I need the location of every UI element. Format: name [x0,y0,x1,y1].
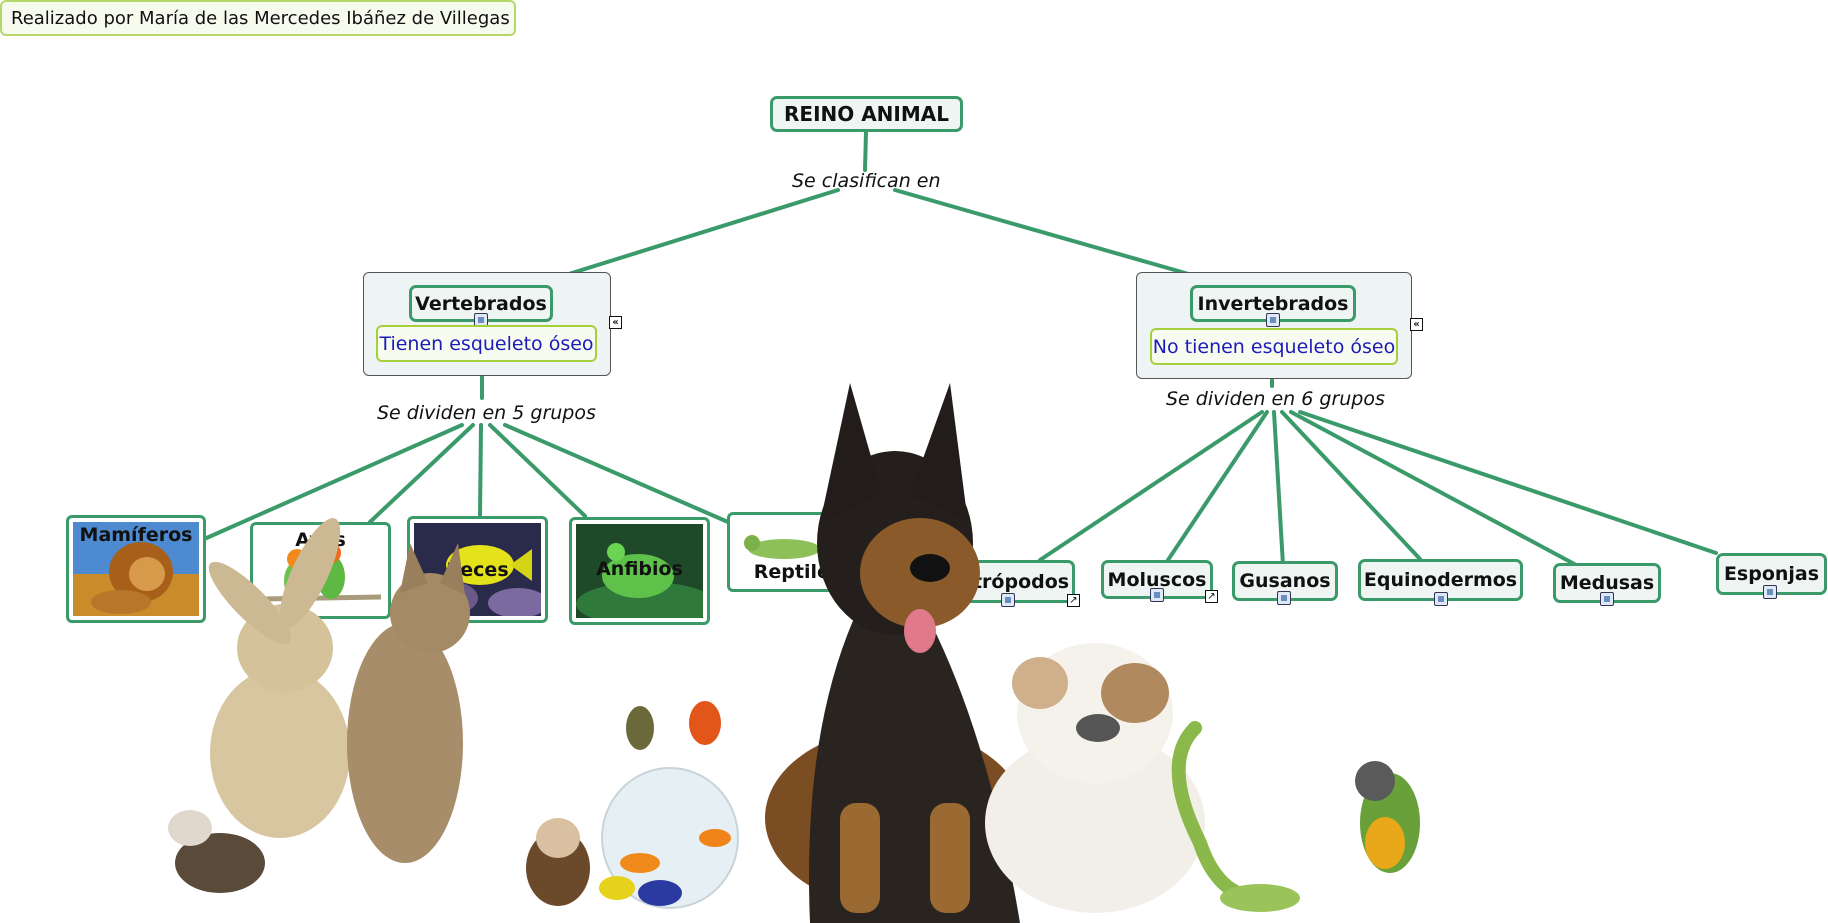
invertebrados-link-phrase[interactable]: Se dividen en 6 grupos [1166,388,1385,410]
anfibios-node[interactable]: Anfibios [569,517,710,625]
image-icon[interactable] [1277,591,1291,605]
lion-image [73,522,199,616]
author-credit: Realizado por María de las Mercedes Ibáñ… [0,0,516,36]
root-concept[interactable]: REINO ANIMAL [770,96,963,132]
author-text: Realizado por María de las Mercedes Ibáñ… [11,7,510,29]
mamiferos-node[interactable]: Mamíferos [66,515,206,623]
arrow-link-icon[interactable]: ↗ [1205,590,1218,603]
document-icon[interactable] [1266,313,1280,327]
collapse-icon[interactable]: « [1410,318,1423,331]
arrow-link-icon[interactable]: ↗ [1067,594,1080,607]
gusanos-label: Gusanos [1239,570,1331,592]
moluscos-label: Moluscos [1107,568,1207,591]
vertebrados-label: Vertebrados [415,292,547,315]
root-link-phrase[interactable]: Se clasifican en [792,170,941,192]
image-icon[interactable] [1434,592,1448,606]
equinodermos-label: Equinodermos [1363,569,1518,591]
image-icon[interactable] [1600,592,1614,606]
reptiles-label: Reptiles [753,561,842,583]
invertebrados-description-text: No tienen esqueleto óseo [1152,335,1396,358]
esponjas-label: Esponjas [1723,563,1820,585]
mamiferos-label: Mamíferos [79,524,193,546]
image-icon[interactable] [1763,585,1777,599]
vertebrados-link-phrase[interactable]: Se dividen en 5 grupos [377,402,596,424]
document-icon[interactable] [1150,588,1164,602]
collapse-icon[interactable]: « [609,316,622,329]
frog-image [576,524,703,618]
invertebrados-label: Invertebrados [1197,292,1349,315]
invertebrados-description[interactable]: No tienen esqueleto óseo [1150,328,1398,365]
animals-group-image [168,383,1420,923]
medusas-label: Medusas [1559,572,1655,594]
vertebrados-description-text: Tienen esqueleto óseo [379,332,594,355]
vertebrados-description[interactable]: Tienen esqueleto óseo [376,325,597,362]
root-label: REINO ANIMAL [784,102,949,126]
anfibios-label: Anfibios [596,558,683,580]
document-icon[interactable] [1001,593,1015,607]
